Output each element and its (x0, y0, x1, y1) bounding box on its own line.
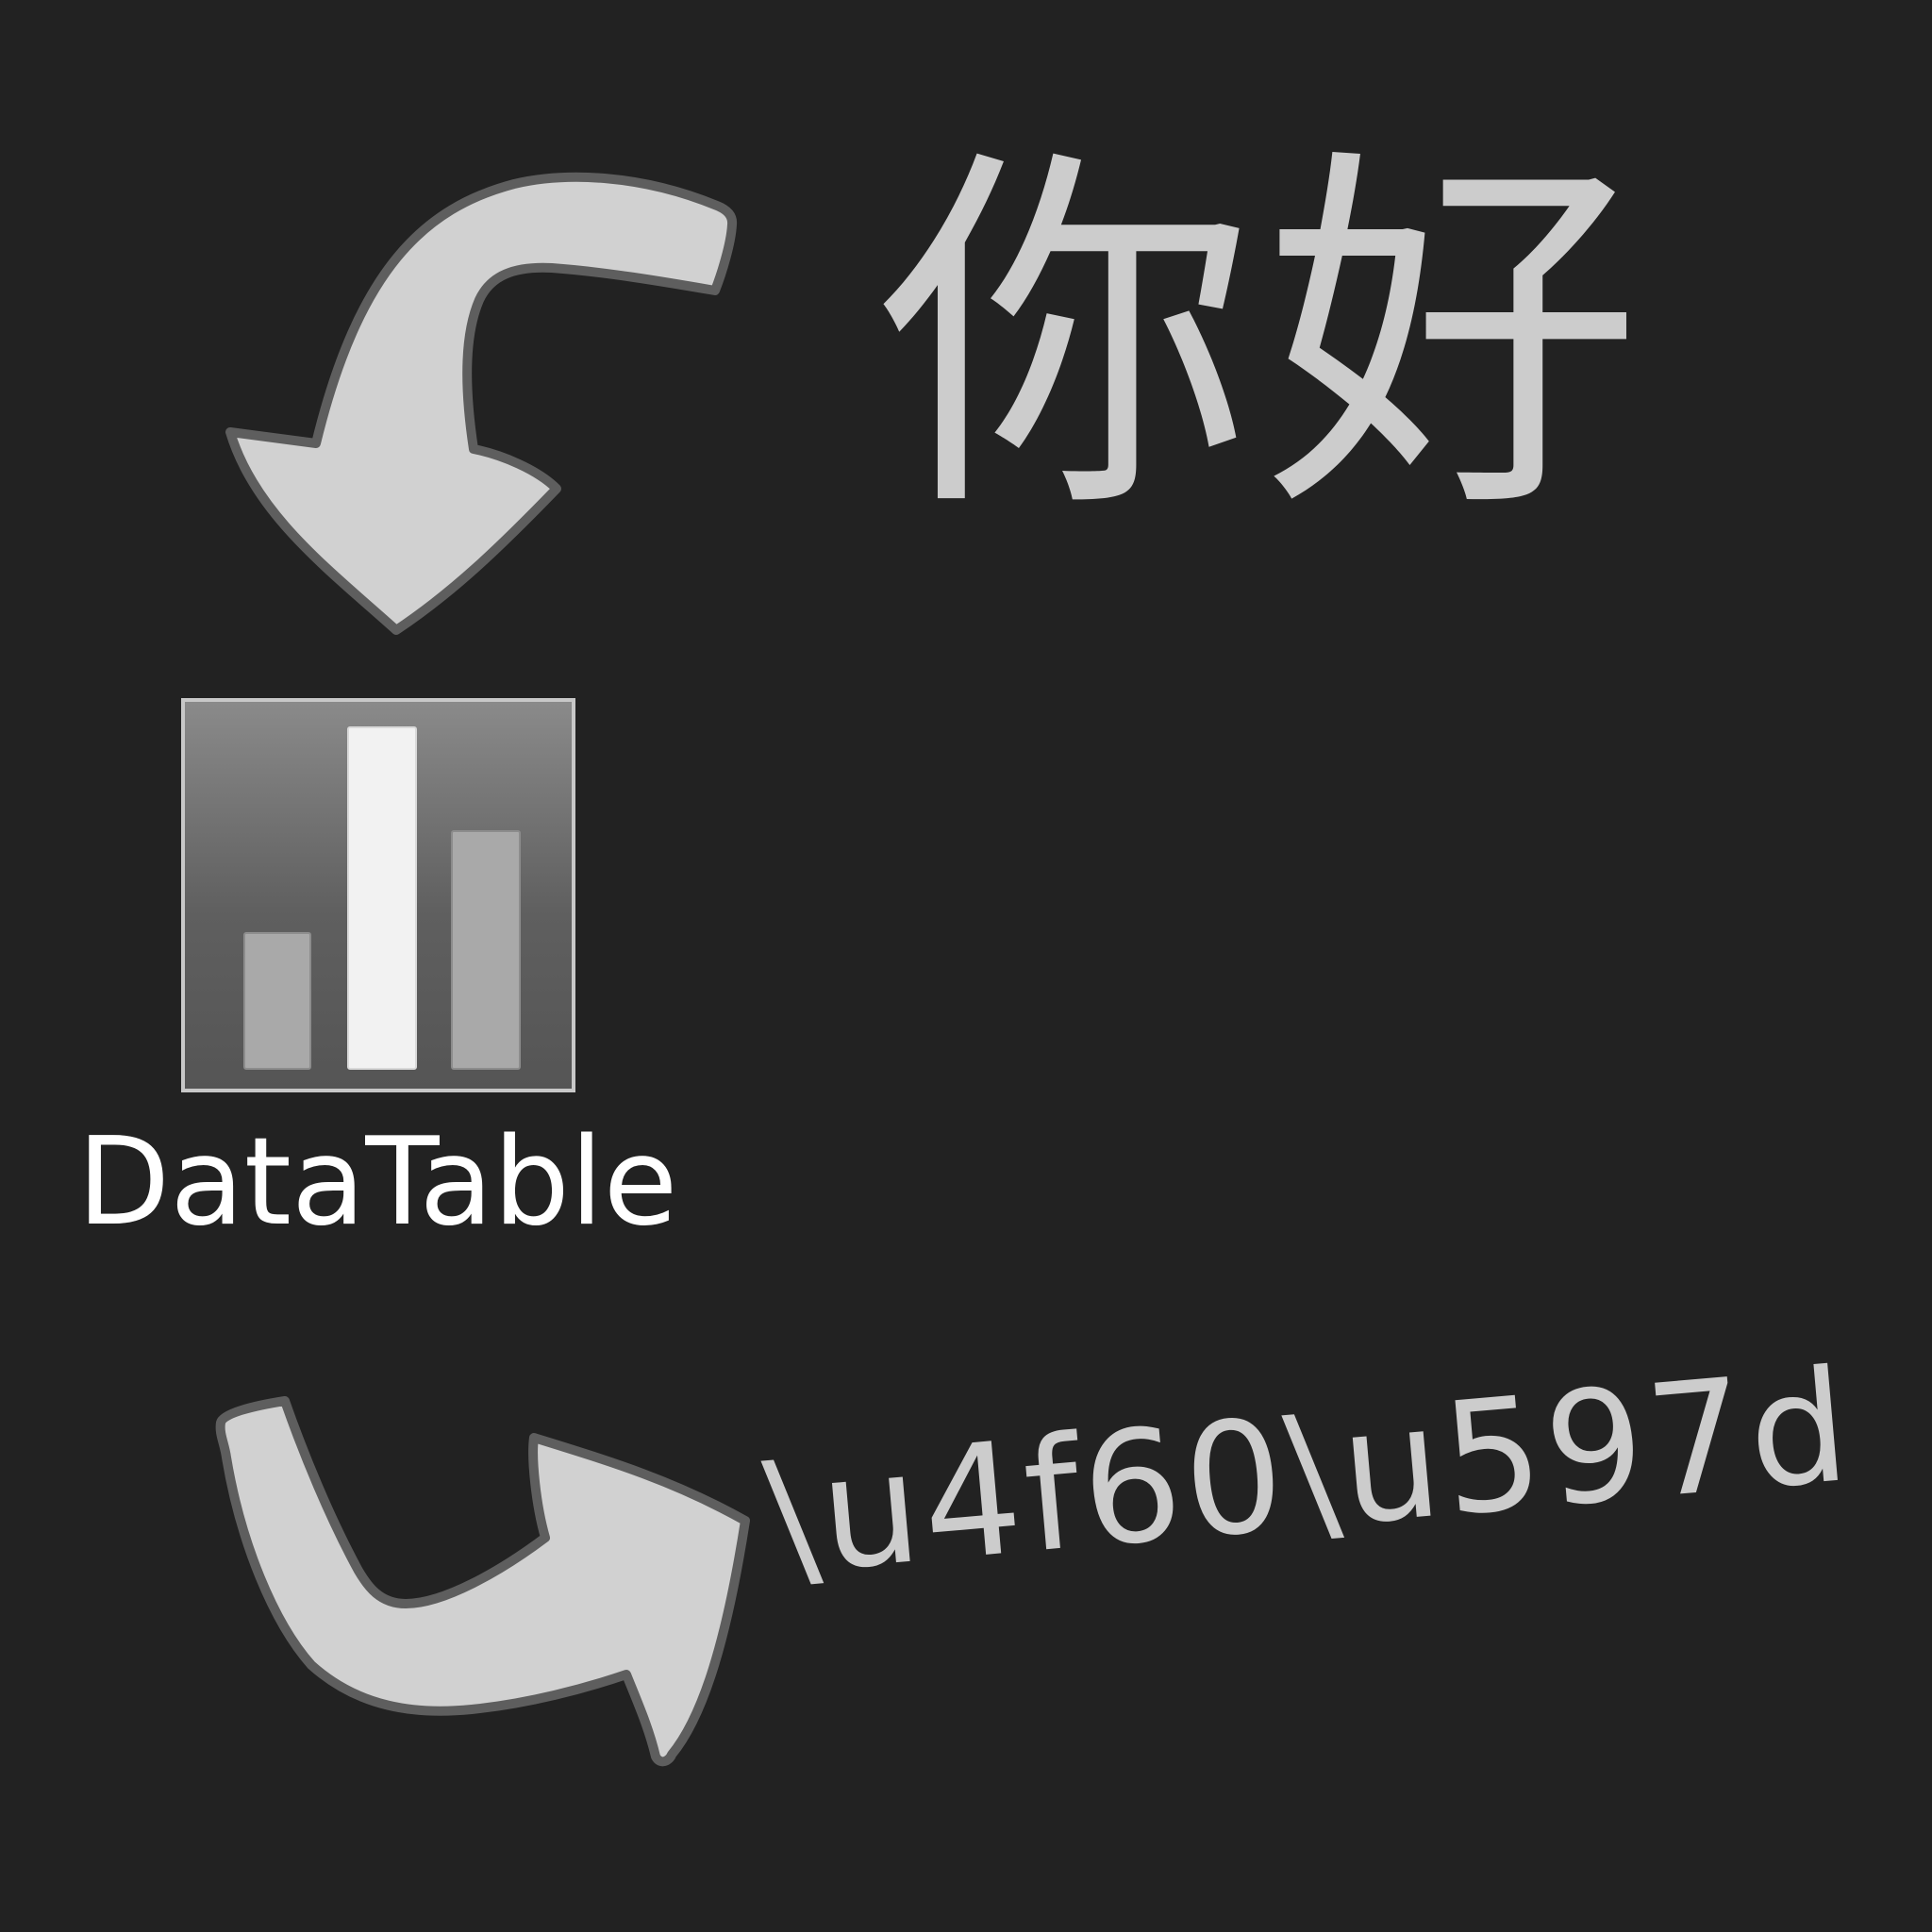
greeting-text: 你好 (877, 120, 1651, 558)
curved-arrow-down-icon (225, 172, 738, 635)
curved-arrow-right-icon (215, 1396, 750, 1767)
bar-chart-tall-bar (347, 726, 417, 1070)
bar-chart-short-bar (243, 932, 311, 1070)
bar-chart-medium-bar (451, 830, 521, 1070)
app-label: DataTable (76, 1112, 678, 1253)
bar-chart-icon[interactable] (181, 698, 575, 1092)
